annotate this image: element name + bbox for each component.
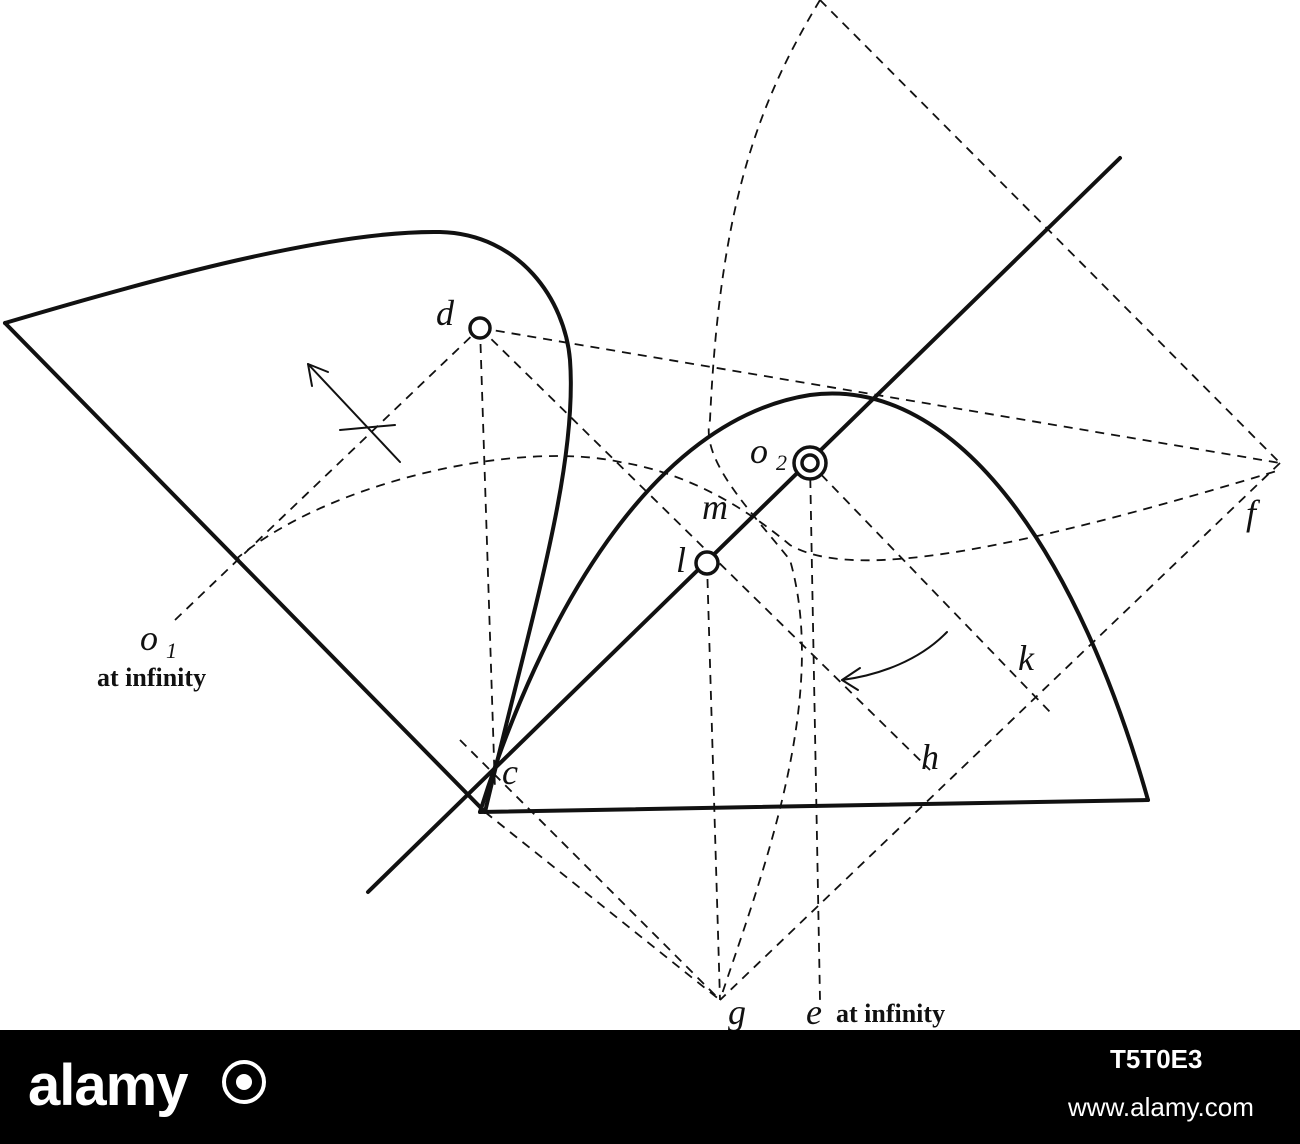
label-k: k [1018,638,1035,678]
label-e: e [806,992,822,1030]
long-solid-axis [366,156,1122,894]
image-id: T5T0E3 [1110,1044,1203,1074]
brand-logo[interactable]: alamy [28,1053,188,1118]
label-o1-note: at infinity [97,663,206,692]
direction-arrows [307,363,948,691]
left-cam-outline [3,229,573,814]
mechanism-diagram: d o 2 m l f o 1 at infinity k c h g e at… [3,0,1281,1030]
label-l: l [676,540,686,580]
brand-mark-icon [222,1060,266,1104]
label-e-note: at infinity [836,999,945,1028]
label-m: m [702,487,728,527]
pivot-d [468,316,492,340]
pivot-o2 [792,445,828,481]
construction-lines [174,0,1281,1001]
label-o2-subscript: 2 [776,450,787,475]
pivot-l [694,550,720,576]
label-o1-subscript: 1 [166,638,177,663]
label-h: h [921,737,939,777]
label-o2: o [750,431,768,471]
label-c: c [502,752,518,792]
label-g: g [728,992,746,1030]
stock-banner: alamy T5T0E3 www.alamy.com [0,1030,1300,1144]
right-cam-outline [478,391,1150,814]
label-f: f [1246,493,1261,533]
site-url[interactable]: www.alamy.com [1068,1092,1254,1122]
label-o1: o [140,618,158,658]
label-d: d [436,293,455,333]
